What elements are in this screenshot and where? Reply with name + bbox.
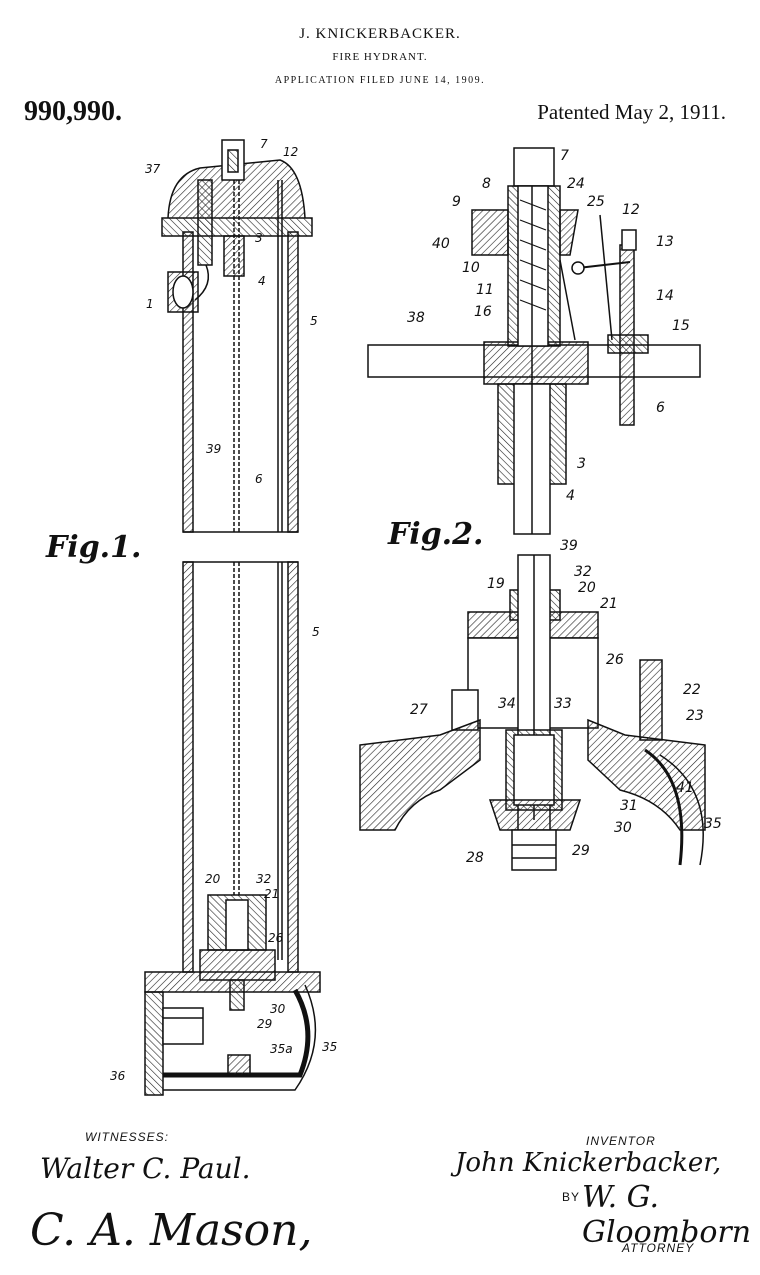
ref-label: 30 (270, 1003, 285, 1015)
ref-label: 40 (432, 238, 450, 250)
attorney-signature: W. G. Gloomborn (582, 1180, 760, 1250)
ref-label: 36 (110, 1070, 125, 1082)
ref-label: 25 (587, 196, 605, 208)
ref-label: 13 (656, 236, 674, 248)
ref-label: 29 (257, 1018, 272, 1030)
ref-label: 35 (322, 1041, 337, 1053)
ref-label: 41 (676, 782, 694, 794)
ref-label: 20 (578, 582, 596, 594)
ref-label: 3 (577, 458, 586, 470)
ref-label: 14 (656, 290, 674, 302)
witness-signature-2: C. A. Mason, (30, 1205, 313, 1256)
ref-label: 12 (622, 204, 640, 216)
ref-label: 27 (410, 704, 428, 716)
figure-2-label: Fig.2. (388, 517, 483, 552)
ref-label: 37 (145, 163, 160, 175)
ref-label: 39 (560, 540, 578, 552)
ref-label: 5 (312, 626, 320, 638)
ref-label: 35a (270, 1043, 293, 1055)
ref-label: 28 (466, 852, 484, 864)
ref-label: 32 (574, 566, 592, 578)
ref-label: 39 (206, 443, 221, 455)
ref-label: 4 (566, 490, 575, 502)
ref-label: 1 (146, 298, 154, 310)
ref-label: 23 (686, 710, 704, 722)
figure-1-label: Fig.1. (46, 530, 141, 565)
ref-label: 3 (255, 232, 263, 244)
ref-label: 30 (614, 822, 632, 834)
fig1-lower-section (145, 562, 320, 1095)
witness-signature-1: Walter C. Paul. (40, 1152, 251, 1185)
ref-label: 16 (474, 306, 492, 318)
ref-label: 20 (205, 873, 220, 885)
ref-label: 21 (600, 598, 618, 610)
ref-label: 7 (260, 138, 268, 150)
ref-label: 35 (704, 818, 722, 830)
ref-label: 12 (283, 146, 298, 158)
ref-label: 10 (462, 262, 480, 274)
ref-label: 15 (672, 320, 690, 332)
ref-label: 21 (264, 888, 279, 900)
inventor-label: INVENTOR (586, 1134, 656, 1148)
ref-label: 31 (620, 800, 638, 812)
ref-label: 38 (407, 312, 425, 324)
ref-label: 32 (256, 873, 271, 885)
witnesses-label: WITNESSES: (85, 1130, 169, 1144)
ref-label: 33 (554, 698, 572, 710)
ref-label: 6 (255, 473, 263, 485)
ref-label: 7 (560, 150, 569, 162)
by-label: BY (562, 1190, 580, 1204)
ref-label: 19 (487, 578, 505, 590)
ref-label: 11 (476, 284, 494, 296)
attorney-label: ATTORNEY (622, 1241, 694, 1255)
ref-label: 26 (268, 932, 283, 944)
ref-label: 29 (572, 845, 590, 857)
ref-label: 4 (258, 275, 266, 287)
ref-label: 26 (606, 654, 624, 666)
inventor-signature: John Knickerbacker, (455, 1148, 721, 1178)
ref-label: 9 (452, 196, 461, 208)
fig2-upper-section (368, 148, 700, 534)
ref-label: 6 (656, 402, 665, 414)
ref-label: 8 (482, 178, 491, 190)
ref-label: 22 (683, 684, 701, 696)
ref-label: 34 (498, 698, 516, 710)
fig1-upper-section (162, 140, 312, 532)
ref-label: 5 (310, 315, 318, 327)
ref-label: 24 (567, 178, 585, 190)
